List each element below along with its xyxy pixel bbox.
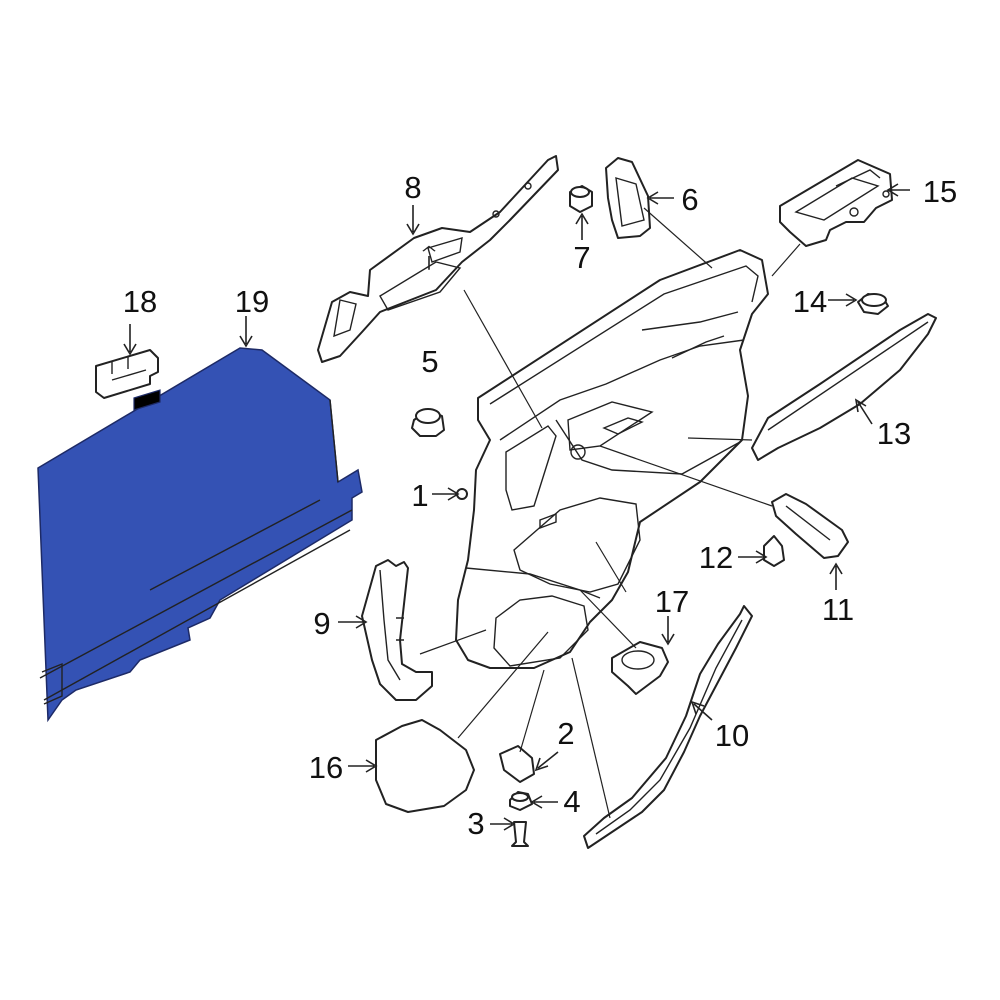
part-2-clip[interactable]	[499, 745, 535, 783]
callout-5[interactable]: 5	[421, 344, 438, 379]
part-13-armrest-trim[interactable]	[751, 313, 937, 461]
callout-4[interactable]: 4	[563, 784, 580, 819]
callout-19[interactable]: 19	[235, 284, 269, 319]
part-18-clip[interactable]	[95, 349, 159, 399]
part-1-door-panel[interactable]	[455, 249, 769, 669]
part-8-upper-trim[interactable]	[317, 155, 559, 363]
part-11-pull-handle[interactable]	[771, 493, 849, 559]
leader-lines	[419, 207, 801, 819]
part-6-bracket[interactable]	[605, 157, 651, 239]
part-7-fastener[interactable]	[569, 185, 593, 213]
part-16-cover[interactable]	[375, 719, 475, 813]
callout-10[interactable]: 10	[715, 718, 749, 753]
part-12-clip[interactable]	[763, 535, 785, 567]
callout-15[interactable]: 15	[923, 174, 957, 209]
callout-18[interactable]: 18	[123, 284, 157, 319]
part-9-pillar-trim[interactable]	[361, 559, 433, 701]
callout-1[interactable]: 1	[411, 478, 428, 513]
part-15-switch-bezel[interactable]	[779, 159, 893, 247]
callout-8[interactable]: 8	[404, 170, 421, 205]
callout-14[interactable]: 14	[793, 284, 827, 319]
callout-6[interactable]: 6	[681, 182, 698, 217]
callout-12[interactable]: 12	[699, 540, 733, 575]
callout-16[interactable]: 16	[309, 750, 343, 785]
callout-13[interactable]: 13	[877, 416, 911, 451]
part-10-weatherstrip[interactable]	[583, 605, 753, 849]
part-14-screw[interactable]	[857, 293, 889, 315]
part-3-pin[interactable]	[511, 821, 529, 847]
callout-arrows	[123, 183, 910, 831]
callout-3[interactable]: 3	[467, 806, 484, 841]
part-4-nut[interactable]	[509, 791, 533, 811]
callout-17[interactable]: 17	[655, 584, 689, 619]
part-19-panel[interactable]	[37, 347, 363, 723]
callout-9[interactable]: 9	[313, 606, 330, 641]
callout-7[interactable]: 7	[573, 240, 590, 275]
callout-labels: 18 19 8 7 6 15 14 13 5 1 12 11 17 9 10 1…	[123, 170, 957, 841]
part-5-grommet[interactable]	[411, 408, 445, 437]
callout-2[interactable]: 2	[557, 716, 574, 751]
part-17-speaker-grille[interactable]	[611, 641, 669, 695]
callout-11[interactable]: 11	[822, 592, 854, 627]
